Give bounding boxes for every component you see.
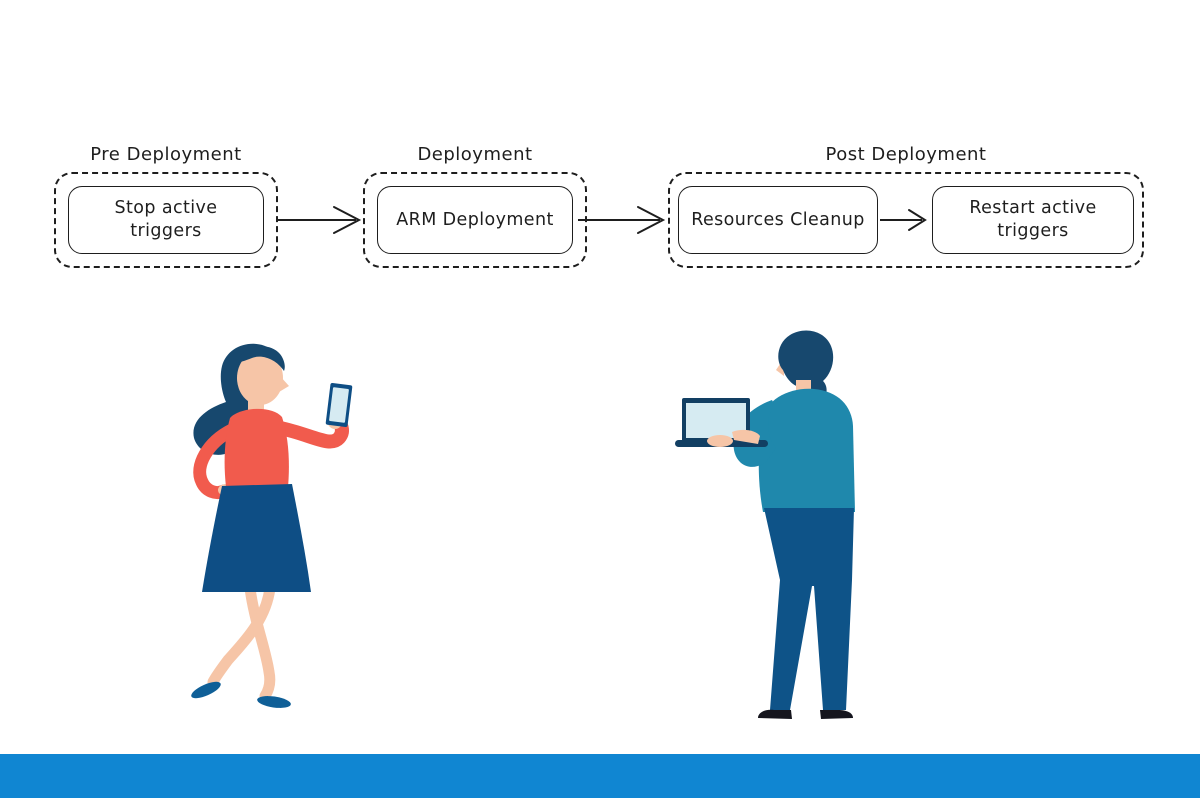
man-with-laptop-illustration: [675, 330, 855, 719]
group-dashed-container: Resources Cleanup Restart active trigger…: [668, 172, 1144, 268]
man-pants: [764, 508, 854, 710]
task-box-stop-active-triggers: Stop active triggers: [68, 186, 264, 254]
woman-nose: [279, 376, 289, 392]
woman-left-arm: [193, 423, 239, 500]
woman-skirt: [202, 484, 311, 592]
phone-screen: [329, 387, 349, 423]
group-pre-deployment: Pre Deployment Stop active triggers: [54, 144, 278, 268]
group-label: Deployment: [417, 144, 533, 165]
woman-with-phone-illustration: [191, 343, 353, 708]
connector-arrow-3: [880, 209, 927, 231]
man-hair: [778, 330, 834, 406]
man-sweater: [758, 388, 855, 512]
group-label: Post Deployment: [825, 144, 987, 165]
man-right-shoe: [820, 710, 853, 719]
connector-arrow-2: [578, 206, 666, 234]
connector-arrow-1: [278, 206, 362, 234]
group-deployment: Deployment ARM Deployment: [363, 144, 587, 268]
task-box-resources-cleanup: Resources Cleanup: [678, 186, 878, 254]
man-right-hand: [732, 429, 760, 444]
group-label: Pre Deployment: [90, 144, 242, 165]
woman-right-shoe: [257, 696, 291, 708]
woman-head: [237, 351, 283, 405]
man-left-hand: [707, 435, 733, 447]
footer-bar: [0, 754, 1200, 798]
task-box-restart-active-triggers: Restart active triggers: [932, 186, 1134, 254]
woman-front-leg: [244, 582, 276, 702]
woman-back-leg: [207, 582, 276, 688]
arrow-head: [333, 206, 362, 234]
task-box-arm-deployment: ARM Deployment: [377, 186, 573, 254]
group-post-deployment: Post Deployment Resources Cleanup Restar…: [668, 144, 1144, 268]
group-dashed-container: Stop active triggers: [54, 172, 278, 268]
woman-left-shoe: [191, 681, 221, 699]
group-dashed-container: ARM Deployment: [363, 172, 587, 268]
arrow-head: [908, 209, 927, 231]
arrow-head: [637, 206, 666, 234]
man-left-shoe: [758, 709, 792, 719]
woman-torso: [224, 408, 289, 487]
woman-hair-top: [236, 346, 285, 371]
